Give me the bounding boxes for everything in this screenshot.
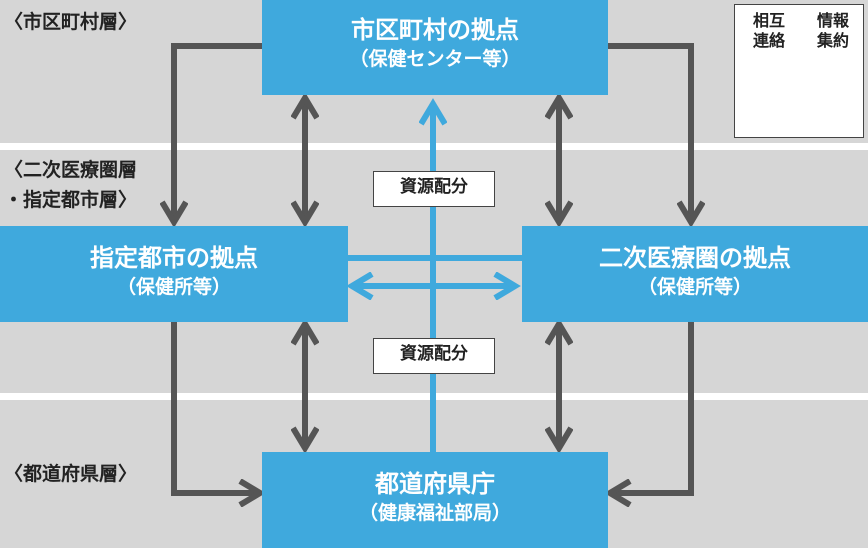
info-arrow-city-to-prefecture [171, 322, 260, 493]
secondary-layer-label-line1: 〈二次医療圏層 [4, 159, 138, 181]
prefecture-hub-subtitle: （健康福祉部局） [358, 502, 511, 524]
designated-city-hub-title: 指定都市の拠点 [90, 244, 258, 272]
legend-info-line2: 集約 [816, 31, 849, 50]
municipal-hub-box: 市区町村の拠点 （保健センター等） [262, 0, 608, 95]
legend-info-label: 情報 集約 [809, 11, 857, 51]
designated-city-hub-subtitle: （保健所等） [116, 276, 231, 298]
secondary-area-hub-subtitle: （保健所等） [637, 276, 752, 298]
info-arrow-area-to-prefecture [610, 322, 694, 493]
secondary-area-hub-box: 二次医療圏の拠点 （保健所等） [522, 226, 868, 322]
resource-allocation-label-upper: 資源配分 [373, 171, 495, 207]
municipal-hub-subtitle: （保健センター等） [349, 48, 521, 70]
legend-mutual-line2: 連絡 [752, 31, 785, 50]
legend-box: 相互 連絡 情報 集約 [734, 4, 864, 138]
resource-allocation-label-lower: 資源配分 [373, 338, 495, 374]
secondary-area-hub-title: 二次医療圏の拠点 [599, 244, 791, 272]
legend-mutual-label: 相互 連絡 [745, 11, 793, 51]
designated-city-hub-box: 指定都市の拠点 （保健所等） [0, 226, 348, 322]
secondary-layer-label-line2: ・指定都市層〉 [4, 189, 138, 211]
municipal-hub-title: 市区町村の拠点 [351, 16, 519, 44]
info-arrow-municipal-to-city [174, 43, 262, 222]
prefecture-hub-box: 都道府県庁 （健康福祉部局） [262, 452, 608, 548]
municipal-layer-label: 〈市区町村層〉 [4, 11, 138, 33]
legend-info-line1: 情報 [816, 11, 849, 30]
prefecture-layer-label: 〈都道府県層〉 [4, 463, 138, 485]
legend-mutual-line1: 相互 [752, 11, 785, 30]
info-arrow-municipal-to-area [608, 43, 691, 222]
prefecture-hub-title: 都道府県庁 [375, 470, 495, 498]
